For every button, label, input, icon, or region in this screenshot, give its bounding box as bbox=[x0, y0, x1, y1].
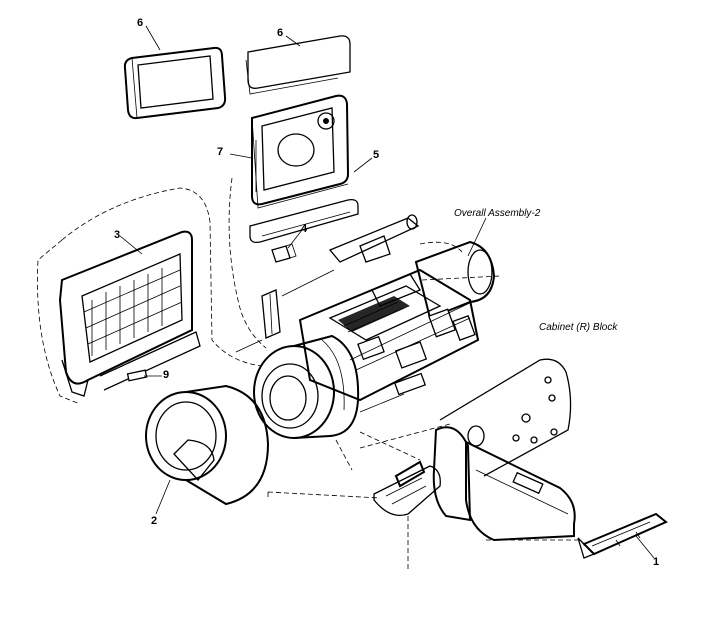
callout-3: 3 bbox=[114, 229, 120, 241]
part-3-hidden-outline bbox=[37, 187, 263, 405]
part-6-sheet bbox=[245, 35, 351, 95]
part-7-lcd-panel bbox=[251, 94, 350, 209]
cabinet-bracket bbox=[373, 460, 441, 517]
overall-assembly-body bbox=[235, 214, 496, 439]
cabinet-r-block bbox=[432, 358, 576, 542]
caption-overall-assembly: Overall Assembly-2 bbox=[454, 208, 541, 219]
callout-1: 1 bbox=[653, 556, 659, 568]
assembly-leader-lines bbox=[267, 423, 580, 572]
callout-6-frame: 6 bbox=[137, 17, 143, 29]
part-1-strap bbox=[577, 512, 668, 559]
caption-cabinet-block: Cabinet (R) Block bbox=[539, 322, 618, 333]
callout-2: 2 bbox=[151, 515, 157, 527]
part-6-lcd-frame bbox=[123, 46, 227, 120]
part-4-block bbox=[271, 243, 297, 263]
part-5-strip bbox=[249, 198, 359, 244]
leader-lines bbox=[119, 25, 655, 559]
callout-6-sheet: 6 bbox=[277, 27, 283, 39]
part-2-lens-hood bbox=[145, 384, 270, 506]
callout-4: 4 bbox=[301, 223, 308, 235]
part-3-side-cabinet bbox=[58, 230, 201, 397]
callout-9: 9 bbox=[163, 369, 169, 381]
body-hidden-outline bbox=[228, 177, 501, 471]
callout-7: 7 bbox=[217, 146, 223, 158]
callout-5: 5 bbox=[373, 149, 379, 161]
